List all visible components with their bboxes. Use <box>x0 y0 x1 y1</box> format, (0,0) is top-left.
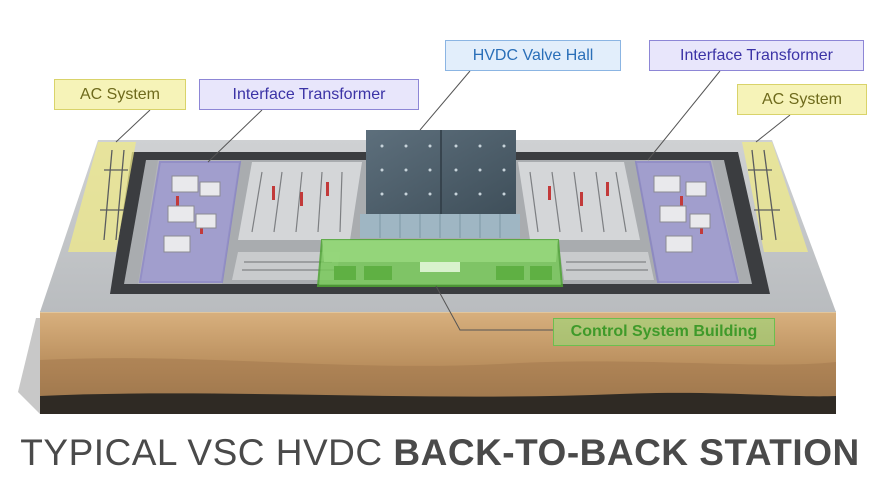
valve-hall-building <box>360 130 520 238</box>
ac-system-left-label: AC System <box>54 79 186 110</box>
interface-transformer-left-label: Interface Transformer <box>199 79 419 110</box>
leader-ac-right <box>755 114 791 143</box>
hvdc-valve-hall-label: HVDC Valve Hall <box>445 40 621 71</box>
control-building <box>316 239 564 287</box>
page-title: TYPICAL VSC HVDC BACK-TO-BACK STATION <box>0 432 880 474</box>
leader-tf-right <box>647 70 721 161</box>
leader-valve-hall <box>419 70 471 131</box>
ac-system-right-label: AC System <box>737 84 867 115</box>
equipment-row-left <box>232 252 340 280</box>
leader-ac-left <box>115 109 151 143</box>
switchyard-right <box>518 162 640 240</box>
title-bold: BACK-TO-BACK STATION <box>393 432 860 473</box>
leader-tf-left <box>207 109 263 163</box>
control-system-building-label: Control System Building <box>553 318 775 346</box>
interface-transformer-right-label: Interface Transformer <box>649 40 864 71</box>
equipment-row-right <box>560 252 654 280</box>
leader-control <box>435 285 553 331</box>
title-regular: TYPICAL VSC HVDC <box>20 432 394 473</box>
